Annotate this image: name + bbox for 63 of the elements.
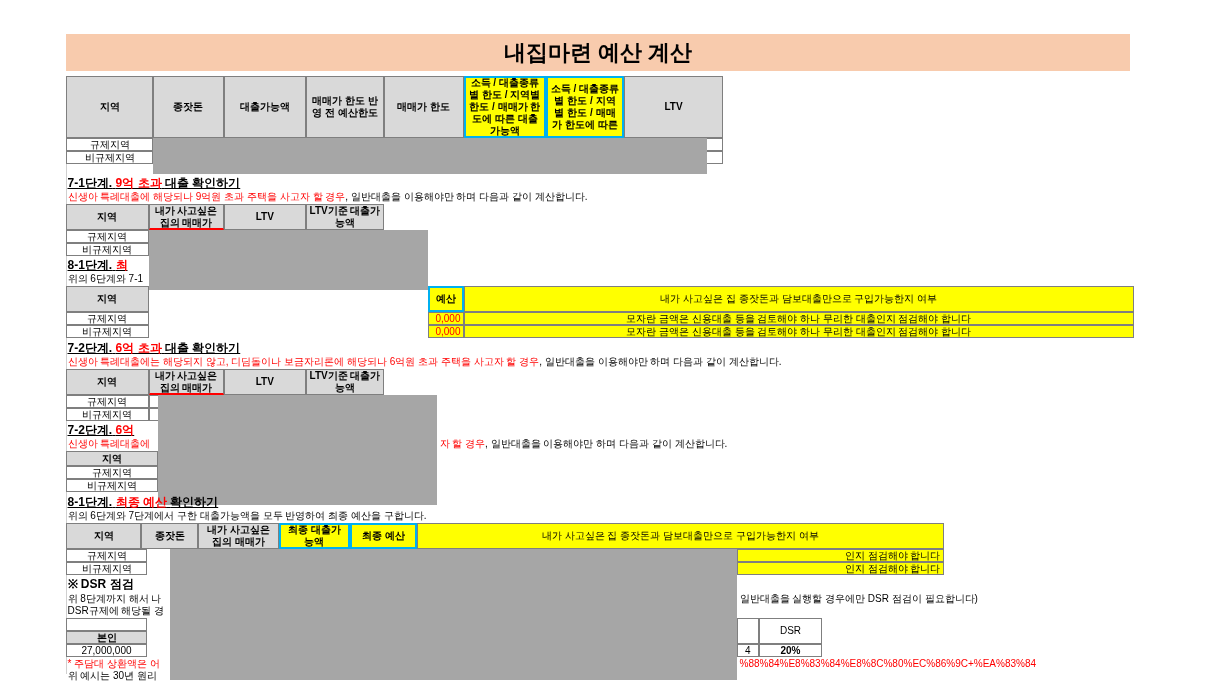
table-cell: 비규제지역 — [66, 408, 149, 421]
note-text: 일반대출을 실행할 경우에만 DSR 점검이 필요합니다) — [739, 593, 978, 605]
table-cell: 모자란 금액은 신용대출 등을 검토해야 하나 무리한 대출인지 점검해야 합니다 — [463, 312, 1134, 325]
note-text: 위 8단계까지 해서 나 — [67, 593, 162, 605]
header-cell: LTV기준 대출가능액 — [306, 204, 384, 230]
header-cell: 매매가 한도 반영 전 예산한도 — [306, 76, 384, 138]
header-cell: 지역 — [66, 286, 149, 312]
table-cell: 규제지역 — [66, 230, 149, 243]
table-cell: 비규제지역 — [66, 479, 158, 492]
table-cell: 규제지역 — [66, 549, 147, 562]
title-banner: 내집마련 예산 계산 — [66, 34, 1130, 71]
table-cell: 규제지역 — [66, 395, 149, 408]
note-text: DSR규제에 해당될 경 — [67, 605, 165, 617]
header-cell: 내가 사고싶은 집의 매매가 — [148, 204, 224, 230]
table-cell: 인지 점검해야 합니다 — [736, 549, 944, 562]
note-text: 위의 6단계와 7-1 — [67, 273, 144, 285]
header-cell: 내가 사고싶은 집의 매매가 — [198, 523, 279, 549]
header-cell: 지역 — [66, 204, 149, 230]
header-cell: 매매가 한도 — [384, 76, 464, 138]
table-cell: 모자란 금액은 신용대출 등을 검토해야 하나 무리한 대출인지 점검해야 합니다 — [463, 325, 1134, 338]
header-cell: 지역 — [66, 523, 141, 549]
header-cell: 소득 / 대출종류별 한도 / 지역별 한도 / 매매가 한도에 따른 대출가능액 — [463, 76, 546, 138]
header-cell: LTV — [624, 76, 723, 138]
table-cell: 규제지역 — [66, 138, 153, 151]
table-cell: 규제지역 — [66, 312, 149, 325]
header-cell: 대출가능액 — [223, 76, 306, 138]
table-cell: DSR — [759, 618, 822, 644]
header-cell: LTV — [223, 204, 306, 230]
header-cell: 종잣돈 — [141, 523, 198, 549]
section-heading: ※ DSR 점검 — [67, 577, 134, 592]
note-text: 자 할 경우, 일반대출을 이용해야만 하며 다음과 같이 계산합니다. — [439, 438, 728, 450]
table-cell: 비규제지역 — [66, 562, 147, 575]
table-cell: 4 — [736, 644, 759, 657]
header-cell: 본인 — [66, 631, 147, 644]
table-cell: 27,000,000 — [66, 644, 147, 657]
header-cell: LTV — [223, 369, 306, 395]
note-text: 위의 6단계와 7단계에서 구한 대출가능액을 모두 반영하여 최종 예산을 구합니다. — [67, 510, 427, 522]
note-text: %88%84%E8%83%84%E8%8C%80%EC%86%9C+%EA%83%84 — [739, 658, 1037, 670]
table-cell: 비규제지역 — [66, 151, 153, 164]
header-cell: LTV기준 대출가능액 — [306, 369, 384, 395]
header-cell: 최종 대출가능액 — [279, 523, 350, 549]
note-text: 위 예시는 30년 원리 — [67, 670, 157, 682]
table-cell: 인지 점검해야 합니다 — [736, 562, 944, 575]
header-cell: 지역 — [66, 451, 158, 466]
table-cell: 비규제지역 — [66, 243, 149, 256]
note-text: 신생아 특례대출에 — [67, 438, 151, 450]
note-text: * 주담대 상환액은 어 — [67, 658, 160, 670]
table-cell: 내가 사고싶은 집 종잣돈과 담보대출만으로 구입가능한지 여부 — [463, 286, 1134, 312]
note-text: 신생아 특례대출에 해당되나 9억원 초과 주택을 사고자 할 경우, 일반대출을 이용해야만 하며 다음과 같이 계산합니다. — [67, 191, 588, 203]
header-cell: 최종 예산 — [349, 523, 417, 549]
table-cell: 0,000 — [427, 325, 464, 338]
header-cell: 내가 사고싶은 집의 매매가 — [148, 369, 224, 395]
table-cell: 20% — [759, 644, 822, 657]
header-cell: 지역 — [66, 76, 153, 138]
header-cell: 종잣돈 — [153, 76, 224, 138]
table-cell: 0,000 — [427, 312, 464, 325]
header-cell: 지역 — [66, 369, 149, 395]
header-cell: 소득 / 대출종류별 한도 / 지역별 한도 / 매매가 한도에 따른 — [546, 76, 624, 138]
table-cell: 규제지역 — [66, 466, 158, 479]
header-cell: 예산 — [427, 286, 464, 312]
table-cell: 내가 사고싶은 집 종잣돈과 담보대출만으로 구입가능한지 여부 — [417, 523, 944, 549]
note-text: 신생아 특례대출에는 해당되지 않고, 디딤돌이나 보금자리론에 해당되나 6억원 초과 주택을 사고자 할 경우, 일반대출을 이용해야만 하며 다음과 같이 계산합니다. — [67, 356, 782, 368]
table-cell: 비규제지역 — [66, 325, 149, 338]
